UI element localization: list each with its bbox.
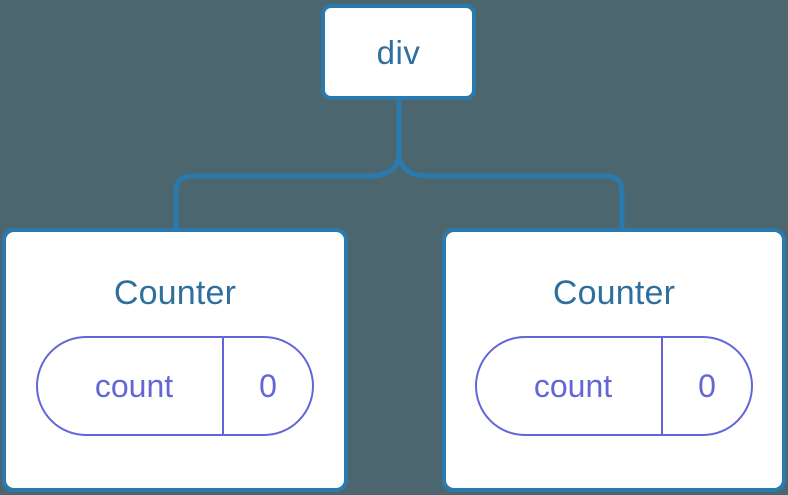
state-pill-counter-2: count 0 <box>475 336 753 436</box>
state-value-counter-2: 0 <box>698 368 716 404</box>
node-counter-2-title: Counter <box>552 274 676 312</box>
state-pill-divider <box>661 338 663 434</box>
node-counter-1-title: Counter <box>113 274 237 312</box>
state-pill-divider <box>222 338 224 434</box>
state-value-counter-1: 0 <box>259 368 277 404</box>
node-counter-1[interactable]: Counter count 0 <box>2 228 348 492</box>
node-counter-2[interactable]: Counter count 0 <box>442 228 786 492</box>
state-pill-counter-1: count 0 <box>36 336 314 436</box>
node-div-label: div <box>376 33 421 71</box>
state-key-counter-2: count <box>533 368 613 404</box>
state-key-counter-1: count <box>94 368 174 404</box>
node-div[interactable]: div <box>321 4 476 100</box>
connector-branch-left <box>173 151 402 230</box>
connector-branch-right <box>396 151 625 230</box>
